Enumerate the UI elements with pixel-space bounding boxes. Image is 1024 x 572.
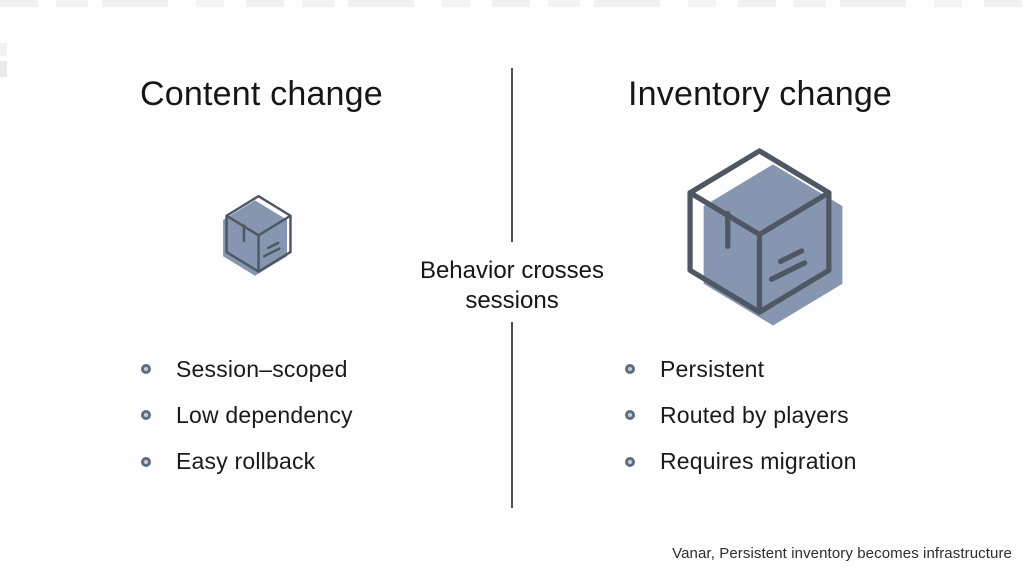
divider-line-top xyxy=(511,68,513,242)
bullet-icon xyxy=(625,410,635,421)
list-item: Low dependency xyxy=(141,392,353,438)
divider-line-bottom xyxy=(511,322,513,508)
right-column-title: Inventory change xyxy=(628,75,893,113)
bullet-icon xyxy=(625,364,635,375)
list-item: Session–scoped xyxy=(141,346,353,392)
bullet-label: Persistent xyxy=(660,355,765,382)
bullet-label: Low dependency xyxy=(176,401,353,428)
bullet-label: Requires migration xyxy=(660,448,857,475)
left-column-title: Content change xyxy=(140,75,383,113)
bullet-icon xyxy=(141,456,151,467)
package-box-icon-large xyxy=(687,148,843,326)
list-item: Routed by players xyxy=(625,392,857,438)
divider-label: Behavior crosses sessions xyxy=(419,257,605,315)
list-item: Requires migration xyxy=(625,439,857,485)
list-item: Persistent xyxy=(625,346,857,392)
left-bullet-list: Session–scoped Low dependency Easy rollb… xyxy=(141,346,353,485)
bullet-label: Easy rollback xyxy=(176,448,316,475)
edge-artifact xyxy=(0,61,7,77)
bullet-icon xyxy=(141,364,151,375)
package-box-icon-small xyxy=(223,194,292,276)
bullet-icon xyxy=(141,410,151,421)
bullet-icon xyxy=(625,456,635,467)
edge-artifact xyxy=(0,43,7,56)
bullet-label: Routed by players xyxy=(660,401,849,428)
bullet-label: Session–scoped xyxy=(176,355,348,382)
cropped-text-artifact xyxy=(0,0,1024,7)
list-item: Easy rollback xyxy=(141,439,353,485)
right-bullet-list: Persistent Routed by players Requires mi… xyxy=(625,346,857,485)
footer-caption: Vanar, Persistent inventory becomes infr… xyxy=(672,545,1012,562)
